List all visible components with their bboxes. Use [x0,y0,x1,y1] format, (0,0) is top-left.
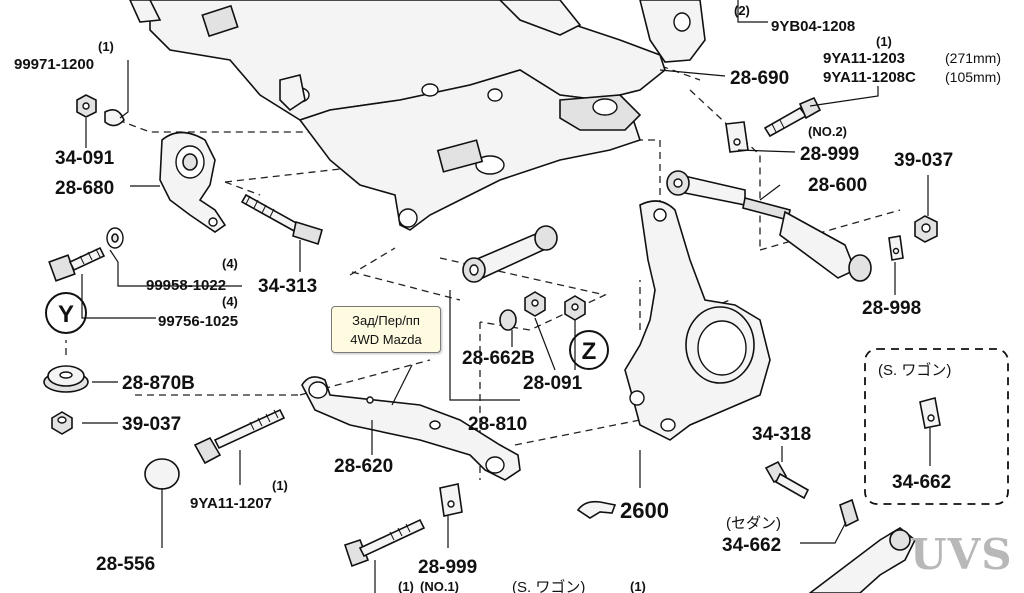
uvs-watermark-logo: UVS [910,530,1013,579]
washer-34-662-sedan [839,498,859,528]
wagon-variant-box [864,348,1009,505]
label-28-091: 28-091 [523,373,583,394]
label-9yb04-1208: 9YB04-1208 [771,18,855,35]
label-34-313: 34-313 [258,276,317,297]
nut-34-091 [76,94,97,118]
label-28-680: 28-680 [55,178,114,199]
bushing-28-870b [43,365,89,393]
label-28-999-upper: 28-999 [800,144,859,165]
label-28-556: 28-556 [96,554,155,575]
label-no1: (NO.1) [420,579,459,593]
qty-9ya11-1203: (1) [876,34,892,49]
label-271mm: (271mm) [945,50,1001,66]
washer-28-998 [888,235,904,261]
label-28-690: 28-690 [730,68,789,89]
clip-99971 [104,109,125,127]
label-28-998: 28-998 [862,298,921,319]
nut-39-037-left [51,411,73,435]
label-wagon-lower: (S. ワゴン) [512,578,585,593]
pointer-icon [576,500,617,519]
label-28-600: 28-600 [808,175,867,196]
label-99958-1022: 99958-1022 [146,277,226,294]
qty-99958: (4) [222,256,238,271]
lower-arm-28-620 [301,376,521,481]
marker-y-label: Y [58,301,74,328]
callout-line-2: 4WD Mazda [350,332,422,347]
knuckle-2600 [624,200,771,441]
cap-28-662b [499,309,517,331]
qty-9yb04: (2) [734,3,750,18]
bolt-99958 [48,227,124,282]
bolt-9ya11-1203 [763,96,822,138]
label-28-999-lower: 28-999 [418,557,477,578]
label-28-870b: 28-870B [122,373,195,394]
cap-28-556 [144,458,180,490]
label-99756-1025: 99756-1025 [158,313,238,330]
bolt-34-318 [764,460,810,500]
mount-28-680 [159,131,227,233]
callout-line-1: Зад/Пер/пп [352,313,420,328]
nut-39-037-right [914,215,938,243]
label-34-662-wagon: 34-662 [892,472,951,493]
rear-subframe [129,0,706,231]
bolt-9ya11-1207 [193,408,286,465]
marker-z-label: Z [582,338,597,365]
label-sedan: (セダン) [726,515,781,532]
label-9ya11-1203: 9YA11-1203 [823,50,905,67]
label-28-620: 28-620 [334,456,393,477]
bolt-lower [343,518,426,568]
label-9ya11-1207: 9YA11-1207 [190,495,272,512]
label-2600: 2600 [620,498,669,523]
label-99971-1200: 99971-1200 [14,56,94,73]
link-28-600 [666,170,872,282]
qty-99971: (1) [98,39,114,54]
label-28-662b: 28-662B [462,348,535,369]
washer-28-999-upper [725,121,749,153]
qty-bottom-2: (1) [630,579,646,593]
label-34-662-sedan: 34-662 [722,535,781,556]
part-labels: (1) 99971-1200 (2) 9YB04-1208 (1) 9YA11-… [14,3,1001,593]
label-28-810: 28-810 [468,414,527,435]
label-9ya11-1208c: 9YA11-1208C [823,69,916,86]
bolt-34-313 [240,193,323,246]
leader-lines [81,0,931,593]
label-39-037-left: 39-037 [122,414,181,435]
marker-y: Y [45,292,87,334]
qty-bottom: (1) [398,579,414,593]
washer-28-999-lower [439,483,463,517]
annotation-callout: Зад/Пер/пп 4WD Mazda [331,306,441,353]
qty-99756: (4) [222,294,238,309]
label-105mm: (105mm) [945,69,1001,85]
qty-9ya11-1207: (1) [272,478,288,493]
nuts-28-091 [524,291,586,321]
label-no2: (NO.2) [808,124,847,139]
label-wagon-upper: (S. ワゴン) [878,361,951,379]
label-34-091: 34-091 [55,148,115,169]
stabilizer-end [808,527,917,593]
label-39-037-right: 39-037 [894,150,953,171]
link-28-810 [462,225,558,283]
marker-z: Z [569,330,609,370]
label-34-318: 34-318 [752,424,811,445]
